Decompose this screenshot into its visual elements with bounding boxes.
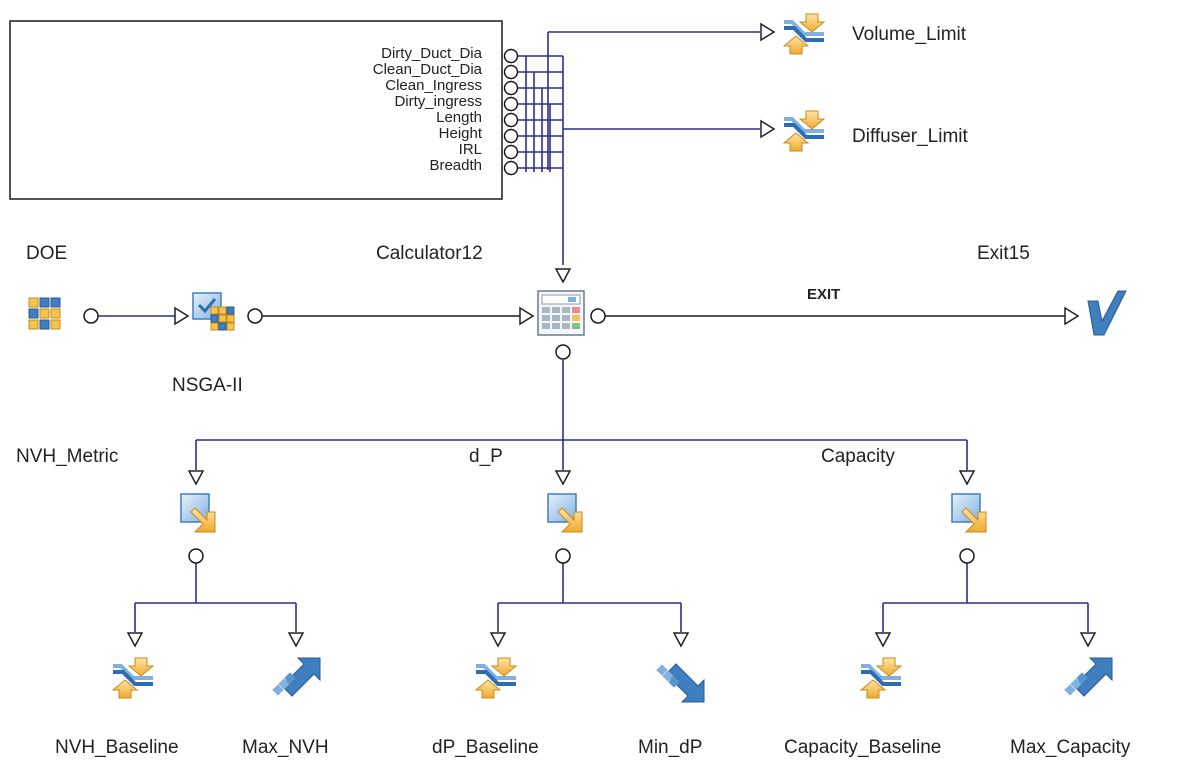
- doe-label: DOE: [26, 243, 68, 264]
- input-parameter-block[interactable]: [9, 20, 503, 200]
- capacity-transfer-icon[interactable]: [951, 493, 987, 533]
- exit-label: Exit15: [977, 243, 1030, 264]
- volume-limit-label: Volume_Limit: [852, 24, 967, 45]
- capacity-label: Capacity: [821, 446, 895, 467]
- port-label-breadth: Breadth: [429, 157, 482, 174]
- dp-baseline-constraint-icon[interactable]: [474, 656, 518, 700]
- dp-transfer-icon[interactable]: [547, 493, 583, 533]
- port-label-clean-duct-dia: Clean_Duct_Dia: [372, 61, 482, 78]
- port-label-dirty-ingress: Dirty_ingress: [394, 93, 482, 110]
- exit-icon[interactable]: [1087, 290, 1127, 336]
- volume-limit-constraint-icon[interactable]: [782, 12, 826, 56]
- port-label-clean-ingress: Clean_Ingress: [385, 77, 482, 94]
- port-label-height: Height: [438, 125, 482, 142]
- capacity-baseline-label: Capacity_Baseline: [784, 737, 942, 758]
- diffuser-limit-constraint-icon[interactable]: [782, 109, 826, 153]
- diffuser-limit-label: Diffuser_Limit: [852, 126, 968, 147]
- data-links: [98, 31, 1089, 632]
- nvh-metric-transfer-icon[interactable]: [180, 493, 216, 533]
- min-dp-minimize-icon[interactable]: [655, 663, 705, 703]
- port-label-length: Length: [436, 109, 482, 126]
- exit-link-label: EXIT: [807, 286, 841, 303]
- doe-icon[interactable]: [28, 297, 61, 330]
- calculator-label: Calculator12: [376, 243, 483, 264]
- max-capacity-label: Max_Capacity: [1010, 737, 1131, 758]
- node-ports[interactable]: [83, 308, 975, 564]
- dp-label: d_P: [469, 446, 503, 467]
- dp-baseline-label: dP_Baseline: [432, 737, 539, 758]
- port-label-dirty-duct-dia: Dirty_Duct_Dia: [381, 45, 482, 62]
- port-label-irl: IRL: [458, 141, 482, 158]
- input-ports[interactable]: [503, 48, 519, 176]
- nvh-baseline-constraint-icon[interactable]: [111, 656, 155, 700]
- max-capacity-maximize-icon[interactable]: [1063, 657, 1113, 697]
- nvh-baseline-label: NVH_Baseline: [55, 737, 179, 758]
- nsga-label: NSGA-II: [172, 375, 243, 396]
- nsga-optimizer-icon[interactable]: [192, 292, 235, 331]
- min-dp-label: Min_dP: [638, 737, 703, 758]
- capacity-baseline-constraint-icon[interactable]: [859, 656, 903, 700]
- max-nvh-maximize-icon[interactable]: [271, 657, 321, 697]
- calculator-icon[interactable]: [537, 290, 585, 336]
- nvh-metric-label: NVH_Metric: [16, 446, 119, 467]
- max-nvh-label: Max_NVH: [242, 737, 329, 758]
